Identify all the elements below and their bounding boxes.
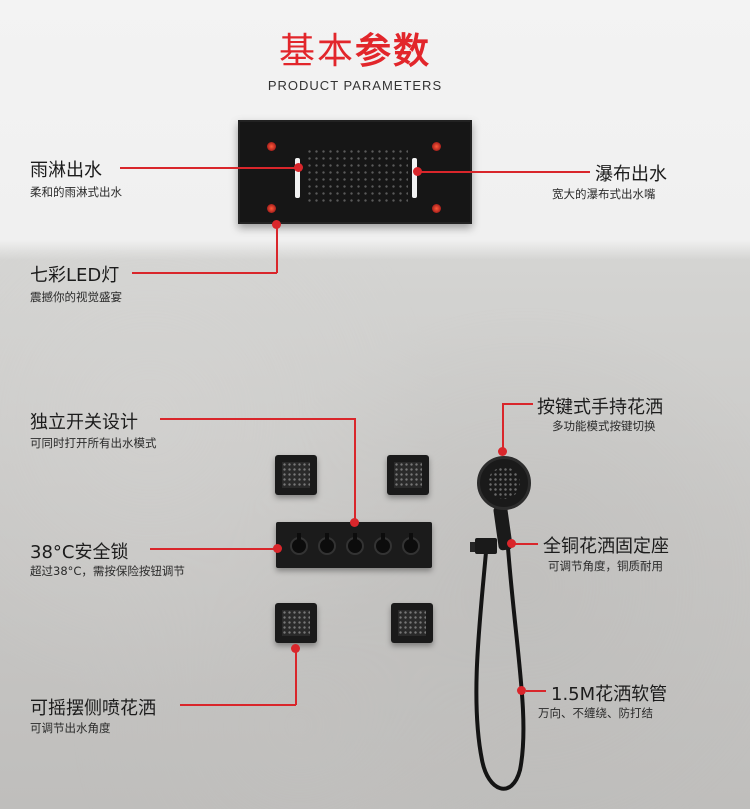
jet-nozzles [282, 610, 310, 636]
callout-line [120, 167, 298, 169]
callout-line [295, 648, 297, 705]
jet-nozzles [394, 462, 422, 488]
waterfall-outlet-right [412, 158, 417, 198]
valve-knob [374, 533, 392, 555]
led-light [267, 142, 276, 151]
callout-dot [294, 163, 303, 172]
thermostatic-valve [276, 522, 432, 568]
callout-dot [517, 686, 526, 695]
valve-knob [402, 533, 420, 555]
callout-dot [273, 544, 282, 553]
valve-knob [290, 533, 308, 555]
page-title: 基本参数 [0, 22, 710, 74]
rain-nozzles [306, 148, 408, 206]
valve-knob [346, 533, 364, 555]
feature-holder-desc: 可调节角度，铜质耐用 [548, 559, 663, 573]
callout-line [132, 272, 277, 274]
body-jet [387, 455, 429, 495]
callout-line [526, 690, 546, 692]
callout-line [502, 403, 504, 450]
callout-line [150, 548, 276, 550]
callout-dot [272, 220, 281, 229]
feature-side-jets-desc: 可调节出水角度 [30, 721, 111, 735]
callout-dot [413, 167, 422, 176]
callout-line [160, 418, 355, 420]
jet-nozzles [398, 610, 426, 636]
callout-dot [498, 447, 507, 456]
feature-led-title: 七彩LED灯 [30, 265, 120, 286]
body-jet [275, 603, 317, 643]
waterfall-outlet-left [295, 158, 300, 198]
hand-shower-head [477, 456, 531, 510]
callout-line [418, 171, 590, 173]
feature-side-jets-title: 可摇摆侧喷花洒 [30, 698, 156, 719]
title-regular: 基本 [278, 31, 355, 72]
feature-handheld-title: 按键式手持花洒 [537, 397, 663, 418]
body-jet [275, 455, 317, 495]
feature-waterfall-title: 瀑布出水 [595, 164, 667, 185]
feature-lock-desc: 超过38°C，需按保险按钮调节 [30, 564, 185, 578]
callout-line [354, 418, 356, 522]
title-bold: 参数 [355, 31, 432, 72]
page-subtitle: PRODUCT PARAMETERS [267, 78, 443, 93]
valve-knob [318, 533, 336, 555]
feature-holder-title: 全铜花洒固定座 [543, 536, 669, 557]
holder-mount [470, 542, 478, 552]
body-jet [391, 603, 433, 643]
callout-dot [291, 644, 300, 653]
callout-line [512, 543, 538, 545]
hand-shower-nozzles [488, 467, 520, 499]
led-light [432, 204, 441, 213]
feature-rain-desc: 柔和的雨淋式出水 [30, 185, 122, 199]
feature-switch-desc: 可同时打开所有出水模式 [30, 436, 157, 450]
feature-led-desc: 震撼你的视觉盛宴 [30, 290, 122, 304]
feature-rain-title: 雨淋出水 [30, 160, 102, 181]
feature-switch-title: 独立开关设计 [30, 412, 138, 433]
shower-holder [475, 538, 497, 554]
callout-line [276, 224, 278, 273]
feature-lock-title: 38°C安全锁 [30, 542, 129, 563]
callout-line [503, 403, 533, 405]
feature-handheld-desc: 多功能模式按键切换 [552, 419, 656, 433]
callout-dot [350, 518, 359, 527]
feature-hose-title: 1.5M花洒软管 [551, 684, 668, 705]
jet-nozzles [282, 462, 310, 488]
callout-dot [507, 539, 516, 548]
led-light [267, 204, 276, 213]
feature-hose-desc: 万向、不缠绕、防打结 [538, 706, 653, 720]
feature-waterfall-desc: 宽大的瀑布式出水嘴 [552, 187, 656, 201]
led-light [432, 142, 441, 151]
callout-line [180, 704, 296, 706]
